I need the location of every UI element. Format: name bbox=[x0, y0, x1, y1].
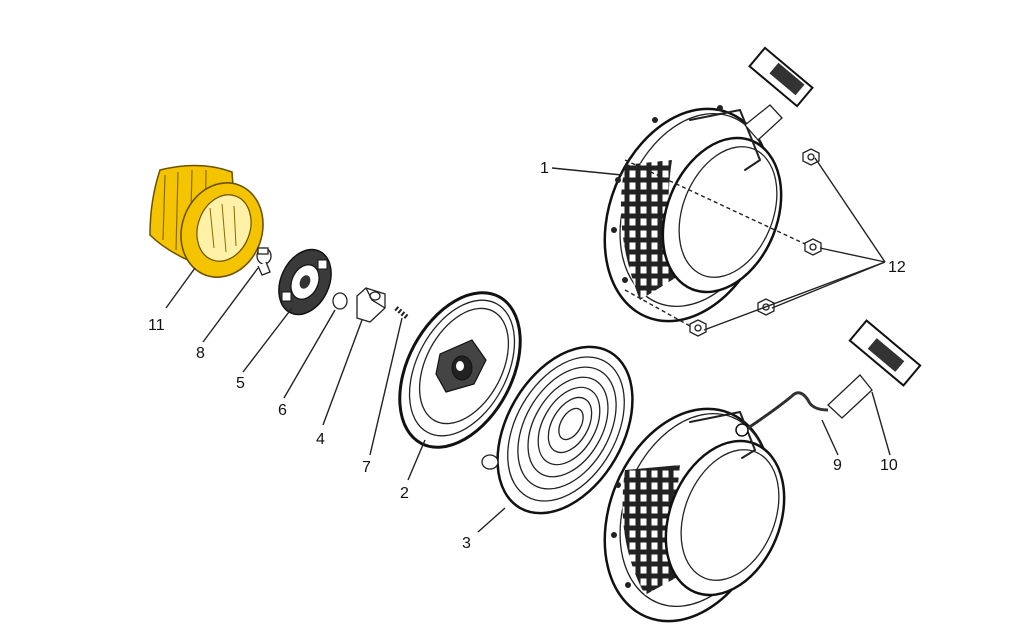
callout-11: 11 bbox=[148, 317, 165, 334]
part-5-ratchet-plate[interactable] bbox=[269, 241, 341, 323]
part-4-pawl[interactable] bbox=[356, 287, 386, 323]
callout-9: 9 bbox=[833, 457, 842, 474]
callout-7: 7 bbox=[362, 459, 371, 476]
part-8-screw[interactable] bbox=[256, 247, 272, 276]
bolt bbox=[689, 319, 707, 337]
bolt bbox=[802, 148, 820, 166]
callout-3: 3 bbox=[462, 535, 471, 552]
callout-numbers: 1 2 3 4 5 6 7 8 9 10 11 12 bbox=[148, 160, 906, 552]
part-6-ring[interactable] bbox=[332, 292, 348, 310]
part-1-housing[interactable] bbox=[574, 46, 814, 346]
part-7-small-spring[interactable] bbox=[394, 306, 410, 320]
part-11-drum-highlighted[interactable] bbox=[149, 164, 276, 288]
part-2-reel[interactable] bbox=[375, 272, 545, 467]
part-10-rope-handle[interactable] bbox=[827, 319, 922, 419]
callout-8: 8 bbox=[196, 345, 205, 362]
callout-12: 12 bbox=[888, 259, 906, 276]
lower-housing-assembled bbox=[603, 407, 786, 623]
callout-2: 2 bbox=[400, 485, 409, 502]
callout-6: 6 bbox=[278, 402, 287, 419]
leader-lines bbox=[165, 157, 891, 533]
part-9-starter-rope[interactable] bbox=[747, 391, 829, 430]
callout-5: 5 bbox=[236, 375, 245, 392]
bolt bbox=[804, 238, 822, 256]
callout-1: 1 bbox=[540, 160, 549, 177]
callout-4: 4 bbox=[316, 431, 325, 448]
callout-10: 10 bbox=[880, 457, 898, 474]
part-3-recoil-spring[interactable] bbox=[470, 323, 660, 537]
part-12-bolts[interactable] bbox=[689, 148, 822, 337]
